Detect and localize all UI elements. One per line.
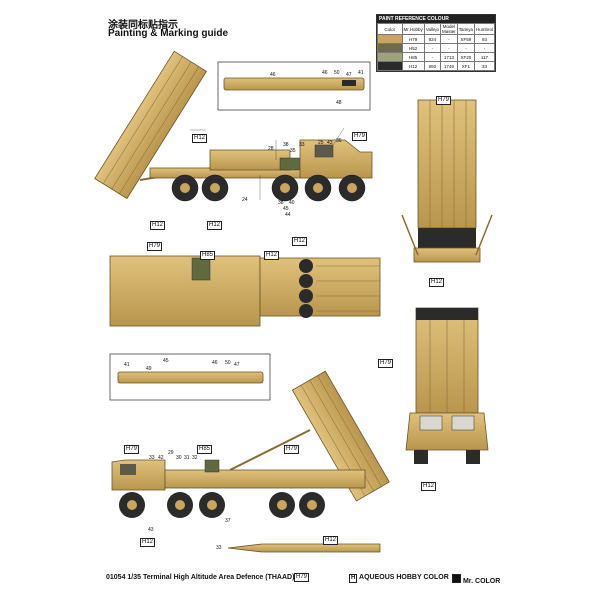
- part-number: 46: [322, 70, 328, 76]
- callout-h79: H79: [436, 96, 452, 105]
- mr-color-icon: [452, 574, 461, 583]
- missile-detail-top: [217, 61, 371, 111]
- callout-h79: H79: [124, 445, 140, 454]
- aqueous-legend: H AQUEOUS HOBBY COLOR: [349, 574, 449, 583]
- callout-h79: H79: [294, 573, 310, 582]
- part-number: 24: [242, 197, 248, 203]
- part-number: 41: [124, 362, 130, 368]
- part-number: 33: [299, 142, 305, 148]
- callout-h79: H79: [378, 359, 394, 368]
- callout-h12: H12: [192, 134, 208, 143]
- part-number: 43: [148, 527, 154, 533]
- part-number: 50: [225, 360, 231, 366]
- humbrol-code: 33: [473, 61, 496, 71]
- part-number: 41: [358, 70, 364, 76]
- aqueous-label: AQUEOUS HOBBY COLOR: [359, 574, 449, 581]
- part-number: 35: [290, 148, 296, 154]
- callout-h12: H12: [140, 538, 156, 547]
- callout-h12: H12: [429, 278, 445, 287]
- callout-h79: H79: [284, 445, 300, 454]
- part-number: 47: [234, 362, 240, 368]
- callout-h85: H85: [200, 251, 216, 260]
- callout-h79: H79: [352, 132, 368, 141]
- tamiya-code: XF1: [456, 61, 475, 71]
- table-row: H79 924 - XF59 93: [377, 34, 496, 44]
- page-title: Painting & Marking guide: [108, 28, 229, 39]
- callout-h85: H85: [197, 445, 213, 454]
- callout-h12: H12: [323, 536, 339, 545]
- part-number: 32: [192, 455, 198, 461]
- part-number: 47: [346, 72, 352, 78]
- table-row: H85 - 1713 XF20 117: [377, 52, 496, 62]
- paint-reference-table: PAINT REFERENCE COLOUR Color Mr.Hobby Va…: [376, 14, 496, 72]
- part-number: 49: [146, 366, 152, 372]
- part-number: 43: [327, 140, 333, 146]
- part-number: 28: [268, 146, 274, 152]
- mr-color-legend: Mr. COLOR: [452, 574, 500, 585]
- missile-detail-middle: [109, 353, 271, 401]
- callout-h12: H12: [207, 221, 223, 230]
- callout-h12: H12: [421, 482, 437, 491]
- part-number: 50: [334, 70, 340, 76]
- mrhobby-code: H12: [401, 61, 425, 71]
- part-number: 30: [176, 455, 182, 461]
- aqueous-code: H: [349, 574, 358, 583]
- part-number: 42: [158, 455, 164, 461]
- paint-reference-title: PAINT REFERENCE COLOUR: [377, 15, 495, 23]
- part-number: 45: [283, 206, 289, 212]
- part-number: 44: [285, 212, 291, 218]
- vallejo-code: 950: [423, 61, 441, 71]
- leader-lines: [190, 127, 345, 200]
- mr-color-label: Mr. COLOR: [462, 578, 501, 585]
- part-number: 36: [336, 138, 342, 144]
- top-view: [109, 255, 381, 327]
- side-view-other: [111, 370, 390, 518]
- front-view: [405, 307, 489, 464]
- part-number: 40: [289, 200, 295, 206]
- page-title-chinese: 涂装同标贴指示: [108, 20, 178, 31]
- rear-view-raised: [401, 99, 493, 263]
- wheels: [171, 174, 366, 202]
- part-number: 38: [278, 200, 284, 206]
- part-number: 33: [149, 455, 155, 461]
- part-number: 33: [216, 545, 222, 551]
- part-number: 46: [212, 360, 218, 366]
- side-view-raised: [94, 50, 373, 202]
- callout-h12: H12: [150, 221, 166, 230]
- part-number: 38: [283, 142, 289, 148]
- callout-h12: H12: [264, 251, 280, 260]
- part-number: 29: [168, 450, 174, 456]
- callout-h12: H12: [292, 237, 308, 246]
- table-row: H12 950 1749 XF1 33: [377, 61, 496, 71]
- part-number: 37: [225, 518, 231, 524]
- callout-h79: H79: [147, 242, 163, 251]
- missile-bottom: [227, 543, 381, 553]
- part-number: 31: [184, 455, 190, 461]
- model-caption: 01054 1/35 Terminal High Altitude Area D…: [106, 574, 295, 581]
- part-number: 46: [270, 72, 276, 78]
- launcher-tubes: [94, 50, 208, 200]
- part-number: 25: [318, 140, 324, 146]
- part-number: 48: [336, 100, 342, 106]
- part-number: 45: [163, 358, 169, 364]
- col-tamiya: Tamiya: [456, 23, 475, 35]
